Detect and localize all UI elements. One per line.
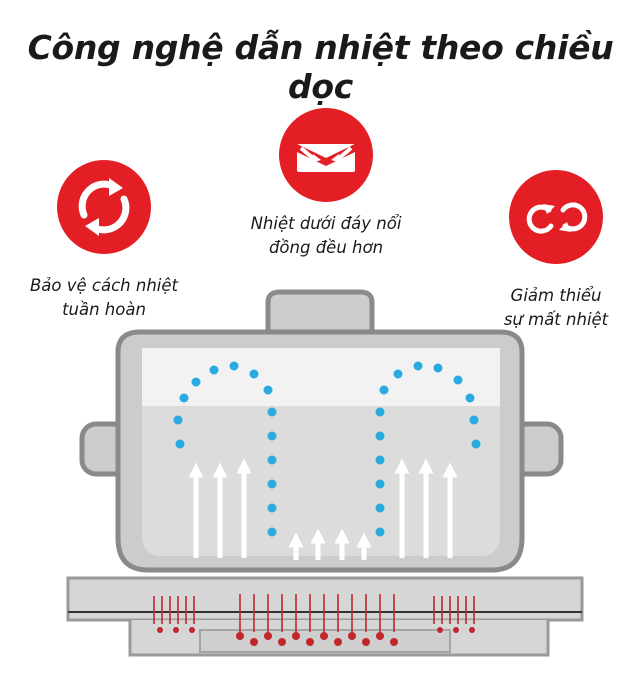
feature-label-line: tuần hoàn	[62, 300, 146, 319]
circular-arrows-icon	[57, 160, 151, 254]
steam-dots	[173, 361, 481, 537]
feature-heat-loss: Giảm thiểu sự mất nhiệt	[466, 170, 641, 332]
feature-label-line: Bảo vệ cách nhiệt	[29, 276, 178, 295]
heat-loop-icon	[509, 170, 603, 264]
stove-heat-arrows	[153, 594, 475, 632]
pot-body	[115, 329, 525, 573]
page-title: Công nghệ dẫn nhiệt theo chiều dọc	[27, 28, 614, 106]
feature-label-line: Giảm thiểu	[510, 286, 602, 305]
heat-converge-icon	[279, 108, 373, 202]
feature-even-heat: Nhiệt dưới đáy nổi đồng đều hơn	[226, 108, 426, 260]
feature-label-line: đồng đều hơn	[268, 238, 384, 257]
stove-base	[66, 576, 584, 657]
feature-label-line: sự mất nhiệt	[503, 310, 609, 329]
feature-label-line: Nhiệt dưới đáy nổi	[250, 214, 402, 233]
heat-rise-arrows	[188, 458, 458, 560]
feature-insulation: Bảo vệ cách nhiệt tuần hoàn	[14, 160, 194, 322]
